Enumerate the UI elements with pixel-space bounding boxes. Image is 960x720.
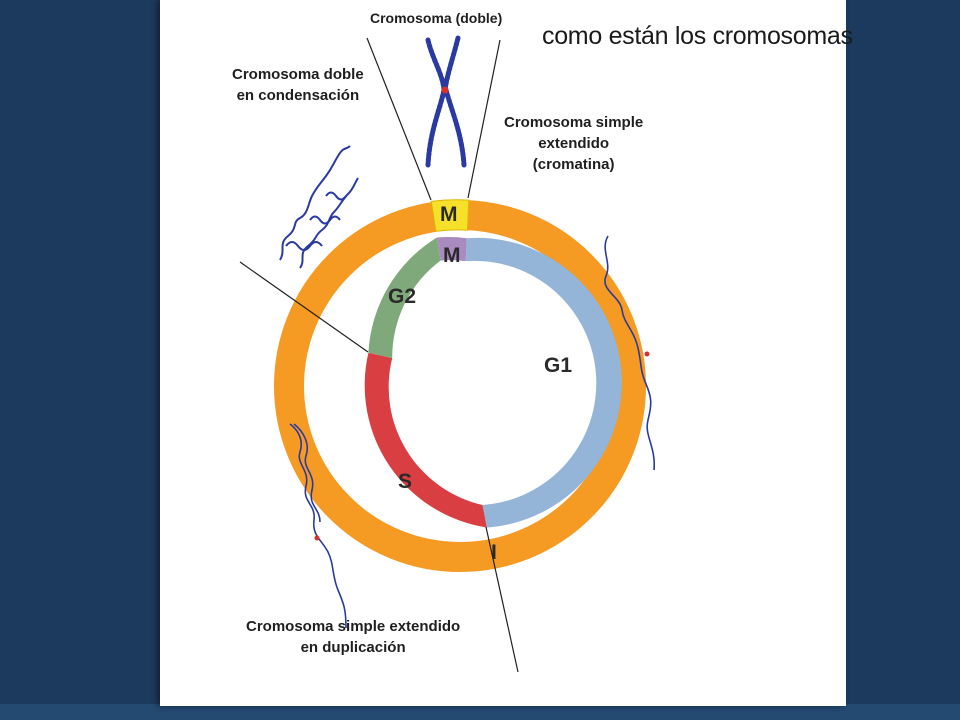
label-double-condensing: Cromosoma doble en condensación [232,66,364,104]
inner-ring-g2 [368,237,441,359]
label-double-chromosome: Cromosoma (doble) [370,10,503,26]
phase-label-outer-m: M [440,203,458,226]
inner-ring-m [436,237,467,262]
label-simple-extended: Cromosoma simple extendido (cromatina) [504,114,644,173]
phase-label-s: S [398,470,413,493]
phase-label-g1: G1 [544,354,573,377]
leader-line-m-left [366,37,432,201]
phase-label-inner-m: M [443,244,461,267]
inner-ring-g1 [465,237,622,528]
diagram-panel: como están los cromosomas Cromosoma (dob… [160,0,853,706]
leader-line-m-right [467,39,501,199]
diagram-title: como están los cromosomas [542,22,853,50]
slide-bottom-band [0,704,960,720]
leader-line-g2 [239,261,369,353]
condensing-chromosome-icon [279,145,359,269]
outer-ring-mitosis [430,199,470,232]
inner-ring-s [364,352,487,528]
double-chromosome-icon [425,35,467,168]
duplicating-chromosome-icon [289,423,347,629]
label-simple-duplicating: Cromosoma simple extendido en duplicació… [246,618,461,656]
leader-line-s [485,526,519,673]
phase-label-g2: G2 [388,285,417,308]
extended-chromosome-icon [604,235,655,471]
phase-label-outer-i: I [491,541,497,564]
cell-cycle-diagram [239,35,655,673]
